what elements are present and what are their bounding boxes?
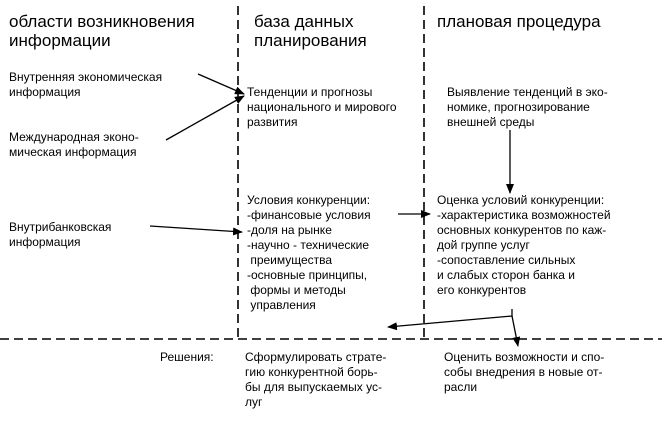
procedure-identify-trends: Выявление тенденций в эко- номике, прогн… bbox=[447, 85, 608, 129]
decision-evaluate-opportunities: Оценить возможности и спо- собы внедрени… bbox=[444, 350, 605, 394]
header-planning-procedure: плановая процедура bbox=[437, 12, 601, 31]
arrow-assess-to-decisions bbox=[387, 309, 513, 331]
header-planning-database: база данных планирования bbox=[254, 12, 367, 50]
source-intrabank-info: Внутрибанковская информация bbox=[9, 220, 112, 249]
arrow-assess-to-evaluate bbox=[511, 315, 521, 347]
source-internal-economic-info: Внутренняя экономическая информация bbox=[9, 70, 163, 99]
database-trends-forecasts: Тенденции и прогнозы национального и мир… bbox=[247, 85, 397, 129]
procedure-assess-competition: Оценка условий конкуренции: -характерист… bbox=[437, 193, 611, 297]
arrow-internal-to-trends bbox=[197, 73, 245, 95]
decision-formulate-strategy: Сформулировать страте- гию конкурентной … bbox=[245, 350, 387, 409]
source-international-economic-info: Международная эконо- мическая информация bbox=[9, 130, 139, 159]
arrow-international-to-trends bbox=[165, 95, 245, 141]
header-information-sources: области возникновения информации bbox=[9, 12, 195, 50]
database-competition-conditions: Условия конкуренции: -финансовые условия… bbox=[247, 193, 371, 312]
decisions-label: Решения: bbox=[160, 350, 214, 364]
arrow-intrabank-to-competition bbox=[149, 225, 243, 236]
